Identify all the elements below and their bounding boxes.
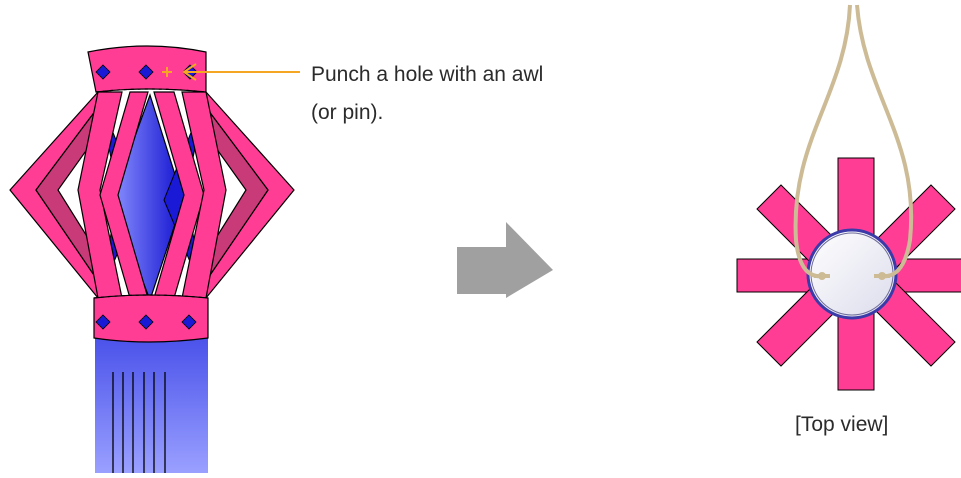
top-view-diagram xyxy=(736,4,961,391)
tassel-strands xyxy=(112,372,166,473)
callout-pointer xyxy=(182,63,300,81)
string-knots xyxy=(814,272,890,280)
paper-lantern xyxy=(9,45,295,473)
hanging-string xyxy=(793,4,852,279)
callout-text-line2: (or pin). xyxy=(311,101,384,124)
right-arrow-icon xyxy=(457,222,553,298)
top-view-caption: [Top view] xyxy=(795,413,889,436)
awl-hole-marker-icon xyxy=(162,67,172,77)
callout-text-line1: Punch a hole with an awl xyxy=(311,63,544,86)
lantern-top-diamonds xyxy=(95,64,198,80)
lantern-bottom-diamonds xyxy=(95,314,197,330)
lantern-tassel xyxy=(95,338,208,473)
